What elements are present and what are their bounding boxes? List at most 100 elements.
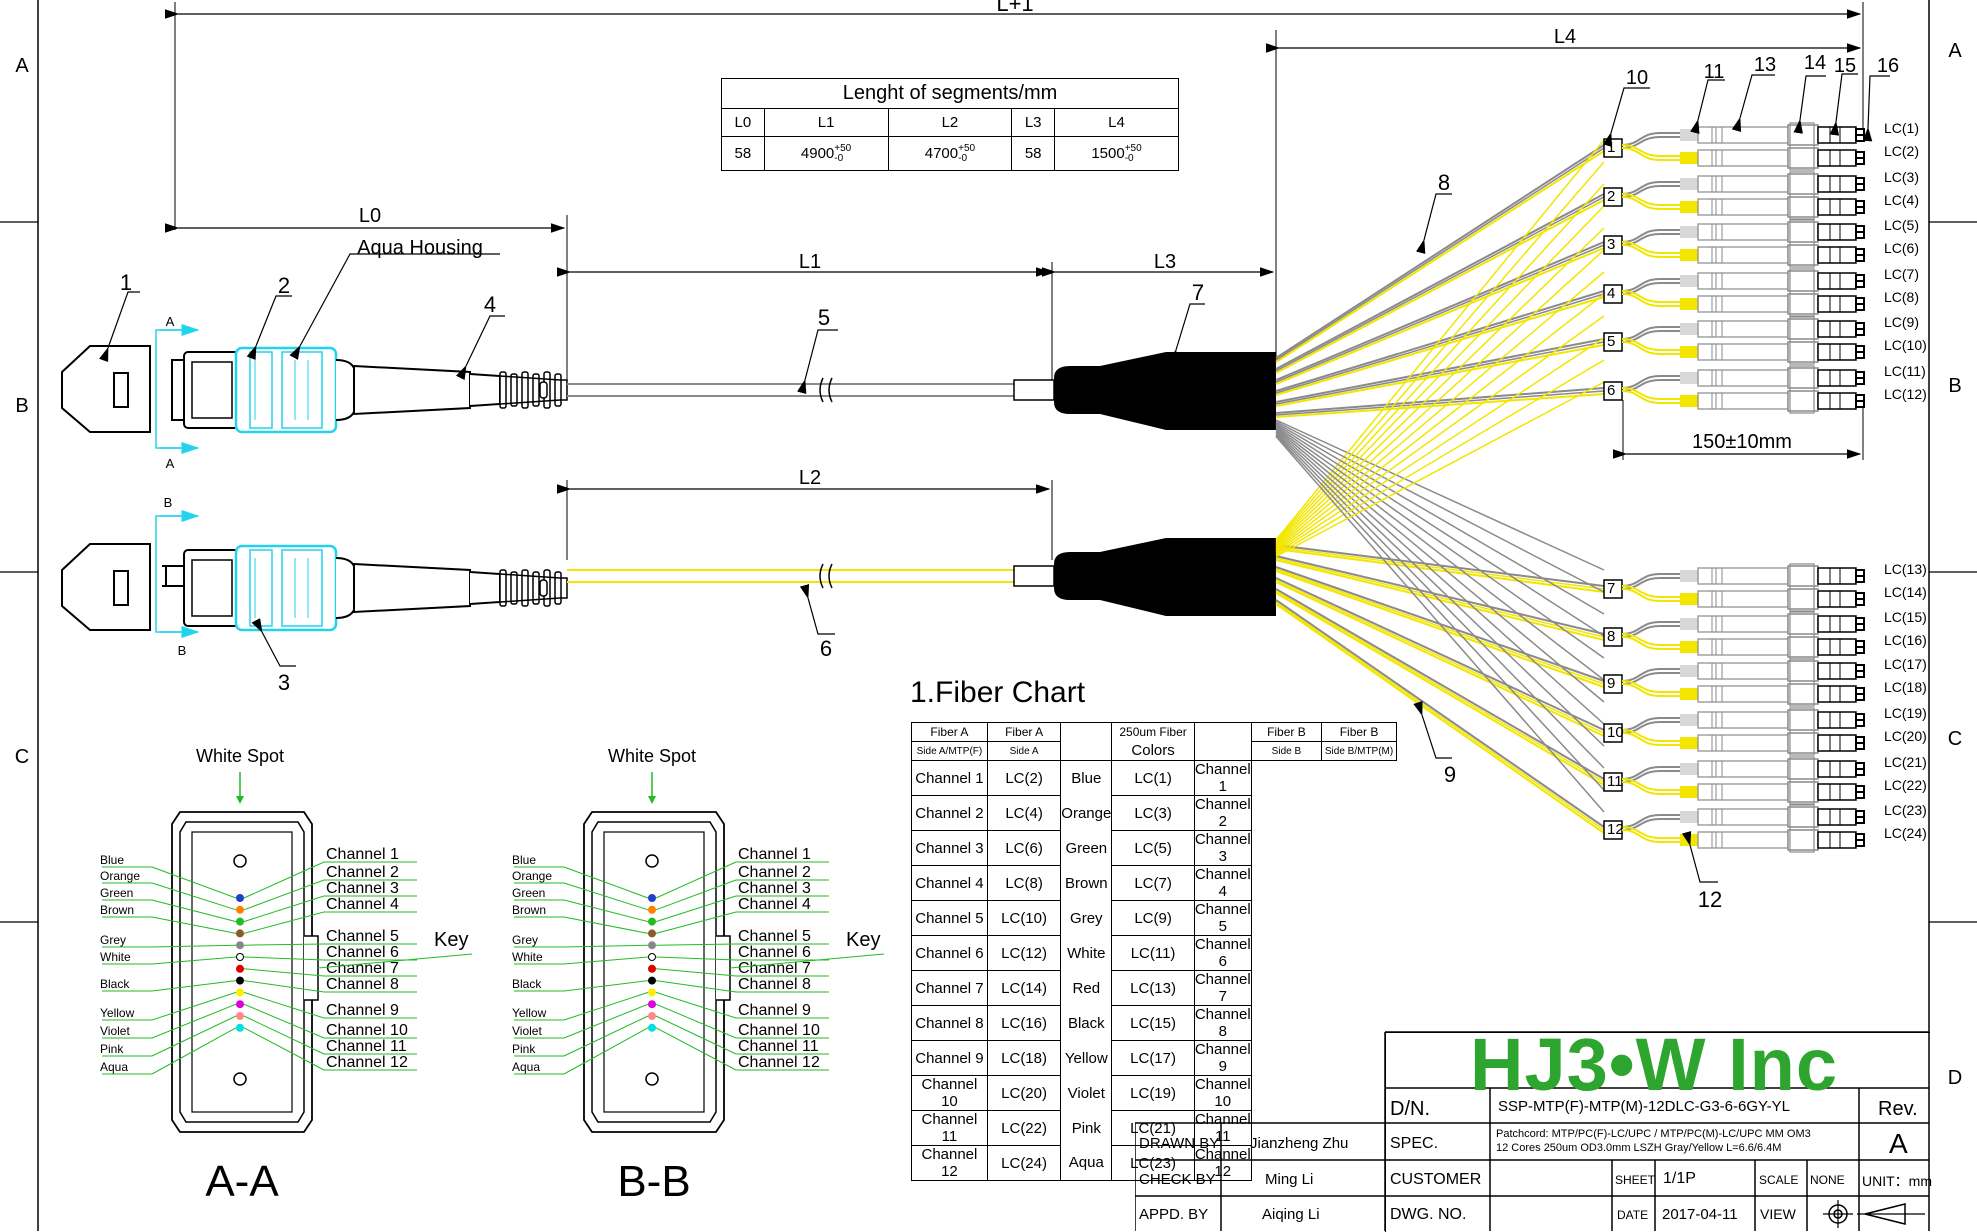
fc-channel-a: Channel 12 [911,1145,988,1181]
lc-duplex-pair [1603,756,1865,805]
fc-lc-a: LC(4) [986,795,1062,831]
fc-lc-b: LC(17) [1111,1040,1195,1076]
fc-channel-a: Channel 3 [911,830,988,866]
dn-value: SSP-MTP(F)-MTP(M)-12DLC-G3-6-6GY-YL [1498,1098,1790,1115]
lc-duplex-pair [1603,611,1865,660]
lc-duplex-pair [1603,122,1865,171]
channel-label: Channel 4 [326,896,399,913]
company-logo: HJ3•W Inc [1470,1023,1838,1106]
breakout-tube-label: 8 [1607,628,1616,645]
lc-duplex-pair [1603,365,1865,414]
lc-duplex-pair [1603,658,1865,707]
white-spot-label: White Spot [608,746,696,766]
white-spot-label: White Spot [196,746,284,766]
row-label-c-right: C [1948,728,1962,750]
mtp-connector-a [171,346,568,434]
seg-header-l1: L1 [763,108,889,137]
fc-lc-a: LC(6) [986,830,1062,866]
fiber-color-label: Orange [100,869,140,883]
lc-connectors [1603,122,1865,853]
callout-2: 2 [278,273,290,298]
breakout-tube-label: 10 [1607,724,1624,741]
fiber-color-label: Aqua [512,1060,540,1074]
lc-label: LC(6) [1884,240,1920,256]
fc-channel-a: Channel 6 [911,935,988,971]
fc-lc-a: LC(16) [986,1005,1062,1041]
row-label-a: A [15,55,29,77]
fc-lc-a: LC(8) [986,865,1062,901]
fc-channel-a: Channel 7 [911,970,988,1006]
channel-label: Channel 9 [326,1002,399,1019]
drawn-value: Jianzheng Zhu [1250,1135,1349,1152]
lc-duplex-pair [1603,707,1865,756]
fiber-color-label: Orange [512,869,552,883]
date-value: 2017-04-11 [1662,1206,1738,1223]
fc-channel-b: Channel 7 [1193,970,1252,1006]
breakout-tube-label: 5 [1607,333,1616,350]
fiber-fanout [1275,139,1605,834]
lc-duplex-pair [1603,563,1865,612]
channel-label: Channel 10 [738,1022,820,1039]
breakout-body-b [1054,538,1276,616]
channel-label: Channel 11 [326,1038,407,1055]
fc-h-colors-2: Colors [1111,741,1195,761]
seg-header-l2: L2 [887,108,1013,137]
callout-13: 13 [1754,54,1776,76]
breakout-tube-label: 11 [1607,773,1623,790]
seg-value-2: 4700+50-0 [887,136,1013,171]
seg-header-l4: L4 [1054,108,1179,137]
fc-lc-b: LC(11) [1111,935,1195,971]
lc-label: LC(15) [1884,609,1927,625]
channel-label: Channel 1 [738,846,811,863]
channel-label: Channel 3 [738,880,811,897]
breakout-tube-label: 4 [1607,285,1616,302]
section-view-b: White SpotBlueOrangeGreenBrownGreyWhiteB… [512,746,885,1206]
callout-12: 12 [1698,887,1722,912]
lc-duplex-pair [1603,316,1865,365]
channel-label: Channel 2 [326,864,399,881]
section-a-top: A [166,314,175,329]
view-label: VIEW [1760,1206,1796,1222]
dim-lc-length: 150±10mm [1692,431,1792,453]
title-block-grid [1135,1031,1929,1231]
seg-tol-plus: +50 [834,142,852,154]
fiber-color-label: Pink [512,1042,536,1056]
lc-label: LC(20) [1884,728,1927,744]
fc-lc-a: LC(24) [986,1145,1062,1181]
lc-label: LC(7) [1884,266,1920,282]
section-mark-b: B B [155,495,200,658]
appd-value: Aiqing Li [1262,1206,1320,1223]
channel-label: Channel 5 [738,928,811,945]
lc-label: LC(13) [1884,561,1927,577]
cable-yellow-b [567,563,1055,589]
lc-label: LC(22) [1884,777,1927,793]
fc-lc-a: LC(22) [986,1110,1062,1146]
customer-label: CUSTOMER [1390,1171,1482,1188]
spec-line-1: Patchcord: MTP/PC(F)-LC/UPC / MTP/PC(M)-… [1496,1128,1811,1140]
fc-color: Red [1060,970,1113,1006]
dim-l2: L2 [799,467,821,489]
callout-1: 1 [120,270,132,295]
callout-8: 8 [1438,170,1450,195]
segments-title: Lenght of segments/mm [721,78,1179,109]
fiber-color-label: Black [100,977,130,991]
check-label: CHECK BY [1139,1171,1216,1188]
seg-value-base: 4900 [800,144,835,162]
rev-value: A [1889,1128,1908,1159]
row-label-b: B [15,395,28,417]
fiber-color-label: Yellow [100,1006,135,1020]
fiber-color-label: Violet [100,1024,130,1038]
fiber-color-label: Blue [100,853,124,867]
dim-l4: L4 [1554,26,1576,48]
fiber-color-label: Blue [512,853,536,867]
dust-cap-b [61,543,151,631]
fiber-color-label: White [100,950,131,964]
fc-channel-a: Channel 10 [911,1075,988,1111]
fc-lc-b: LC(13) [1111,970,1195,1006]
